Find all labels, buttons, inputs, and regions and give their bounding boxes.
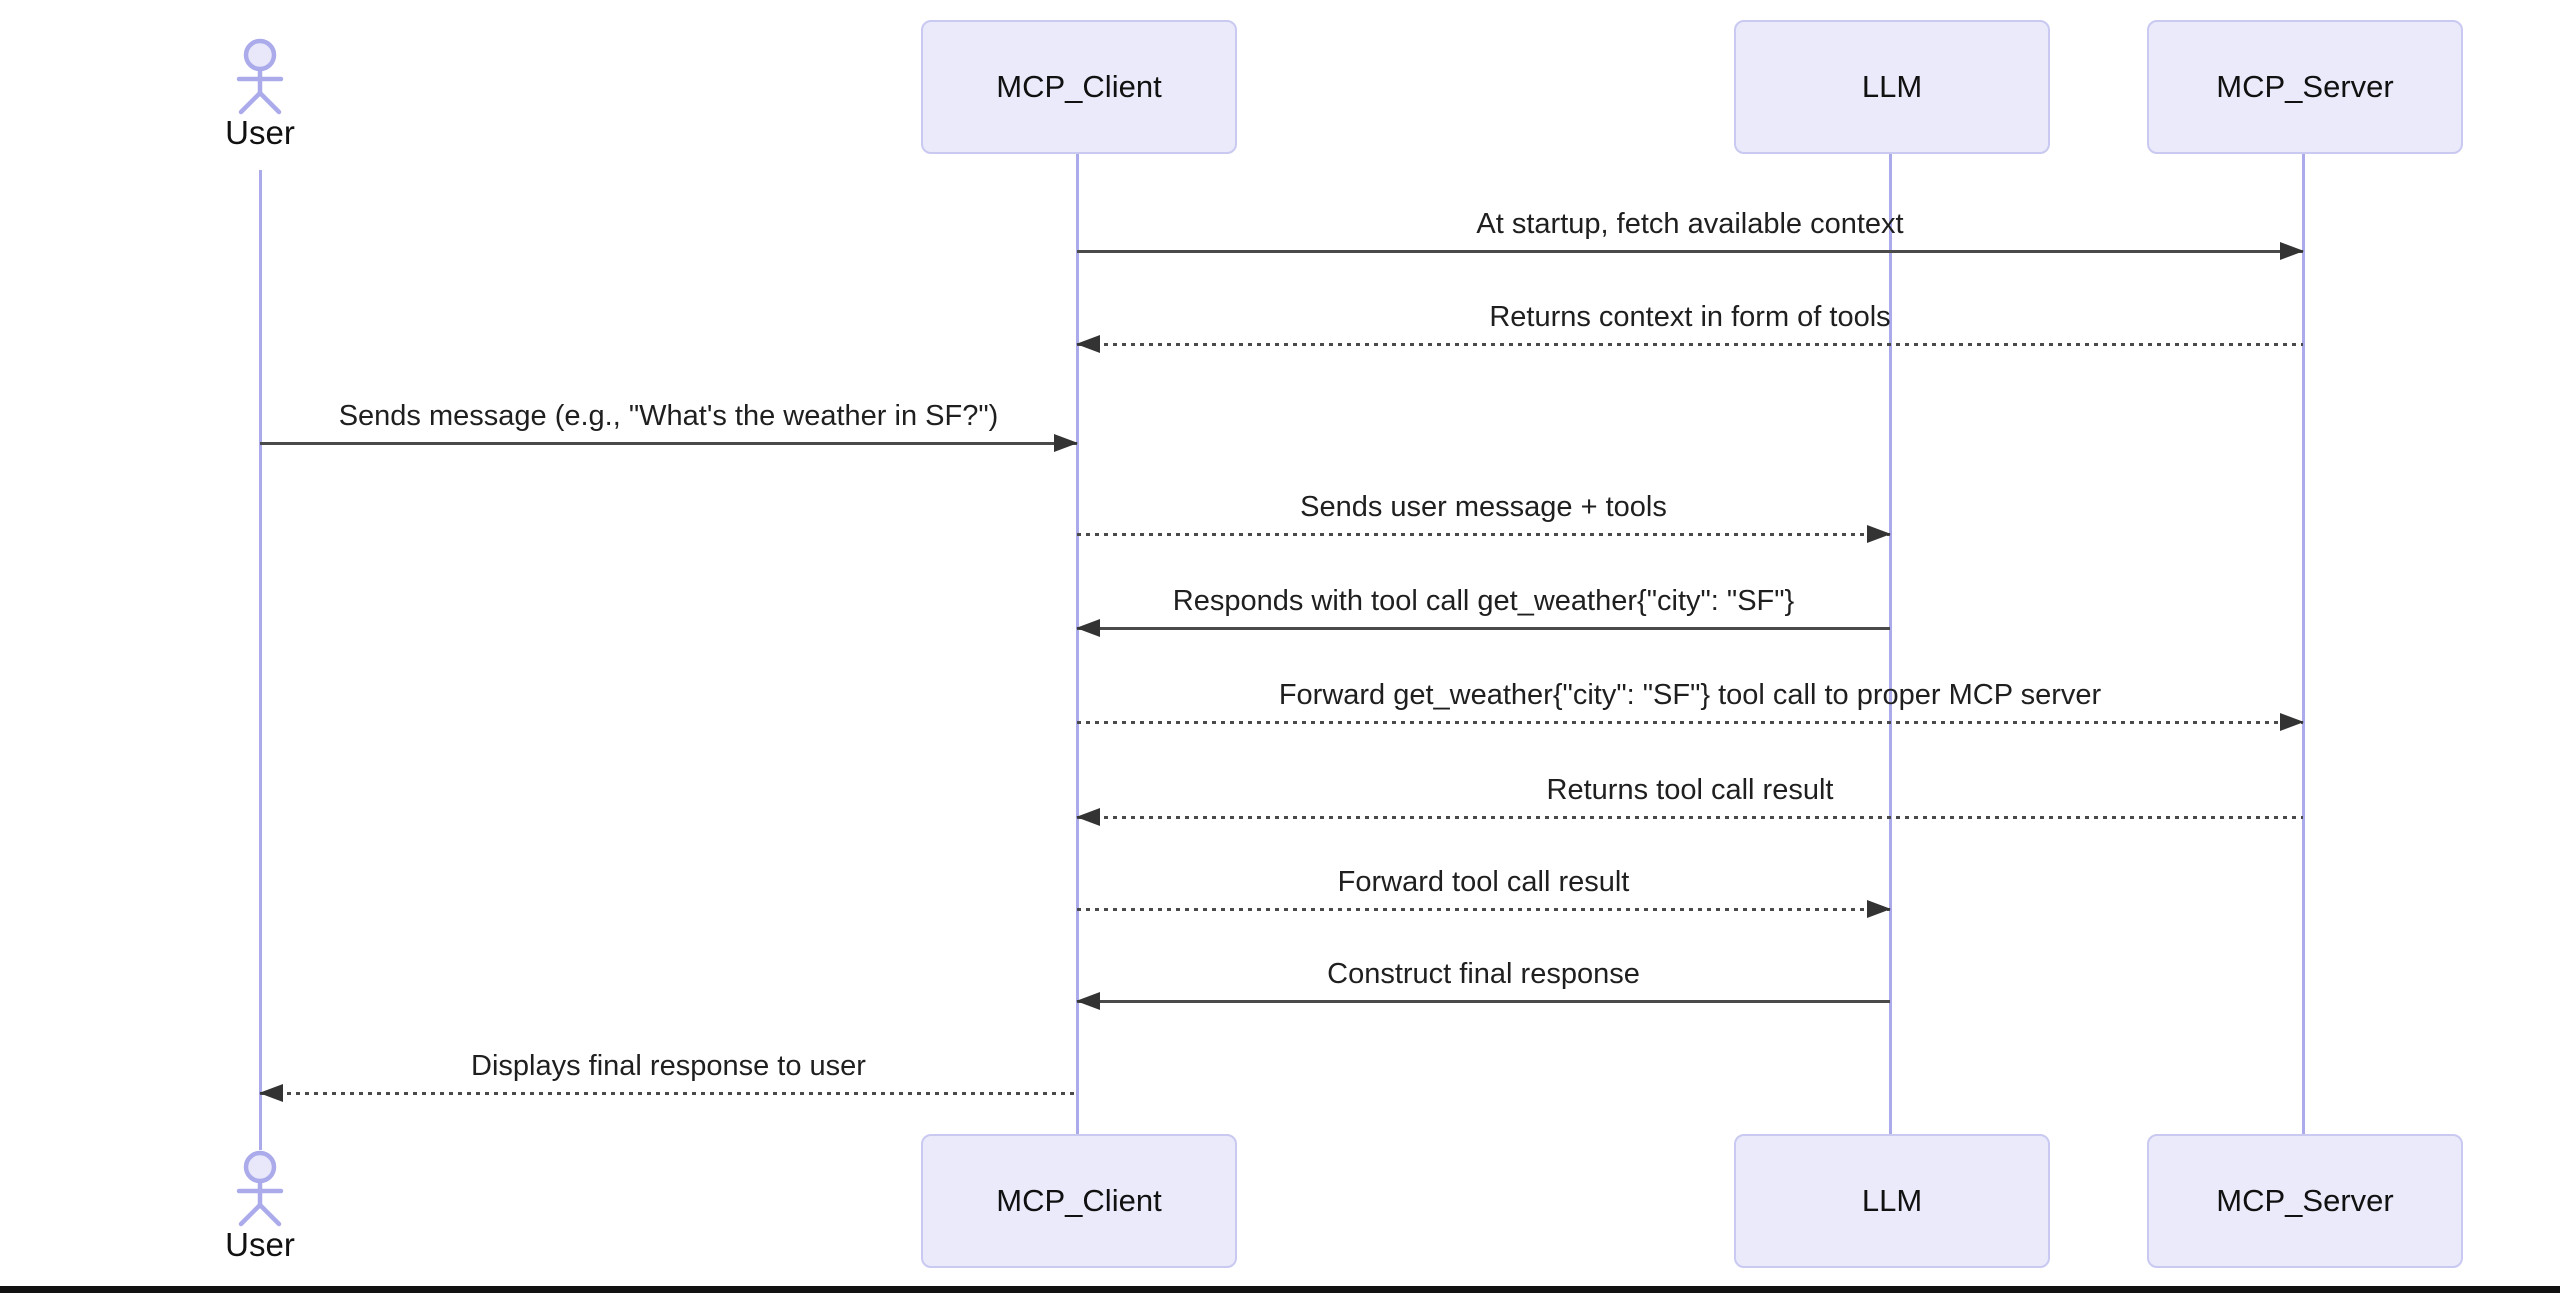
message-line (1077, 721, 2303, 724)
message-line (1077, 908, 1890, 911)
actor-label-user-top: User (225, 114, 295, 151)
arrowhead-right-icon (1867, 900, 1891, 918)
message-label: Responds with tool call get_weather{"cit… (1172, 585, 1795, 617)
arrowhead-right-icon (1867, 525, 1891, 543)
message-user-sends-message: Sends message (e.g., "What's the weather… (260, 395, 1078, 452)
message-sends-user-message-tools: Sends user message + tools (1077, 486, 1891, 543)
window-bottom-edge (0, 1286, 2560, 1293)
message-returns-tool-result: Returns tool call result (1076, 769, 2303, 826)
arrowhead-right-icon (2280, 713, 2304, 731)
participant-label: MCP_Server (2216, 69, 2394, 104)
message-label: Sends message (e.g., "What's the weather… (338, 400, 999, 432)
participant-mcp-server-bottom: MCP_Server (2147, 1134, 2463, 1268)
message-displays-final-response: Displays final response to user (259, 1045, 1077, 1102)
message-line (1077, 533, 1890, 536)
arrowhead-right-icon (2280, 242, 2304, 260)
message-line (1077, 1000, 1890, 1003)
arrowhead-right-icon (1054, 434, 1078, 452)
message-label: Returns context in form of tools (1489, 301, 1891, 333)
lifeline-user (259, 170, 262, 1150)
message-line (260, 1092, 1077, 1095)
message-line (260, 442, 1077, 445)
participant-label: LLM (1861, 1183, 1923, 1218)
message-construct-final-response: Construct final response (1076, 953, 1890, 1010)
user-actor-icon (236, 1150, 284, 1227)
lifeline-mcp-client (1076, 154, 1079, 1134)
participant-mcp-server-top: MCP_Server (2147, 20, 2463, 154)
message-returns-context-tools: Returns context in form of tools (1076, 296, 2303, 353)
actor-label-user-bottom: User (225, 1226, 295, 1263)
arrowhead-left-icon (1076, 619, 1100, 637)
participant-llm-bottom: LLM (1734, 1134, 2050, 1268)
arrowhead-left-icon (1076, 808, 1100, 826)
message-label: Displays final response to user (471, 1050, 866, 1082)
arrowhead-left-icon (259, 1084, 283, 1102)
message-label: Returns tool call result (1546, 774, 1834, 806)
participant-label: LLM (1861, 69, 1923, 104)
lifeline-llm (1889, 154, 1892, 1134)
message-label: Construct final response (1327, 958, 1640, 990)
participant-label: MCP_Client (996, 69, 1162, 104)
participant-label: MCP_Server (2216, 1183, 2394, 1218)
message-line (1077, 343, 2303, 346)
participant-label: MCP_Client (996, 1183, 1162, 1218)
message-responds-tool-call: Responds with tool call get_weather{"cit… (1076, 580, 1890, 637)
message-label: Sends user message + tools (1300, 491, 1667, 523)
participant-mcp-client-bottom: MCP_Client (921, 1134, 1237, 1268)
participant-llm-top: LLM (1734, 20, 2050, 154)
message-label: At startup, fetch available context (1476, 208, 1904, 240)
message-forward-tool-call: Forward get_weather{"city": "SF"} tool c… (1077, 674, 2304, 731)
message-label: Forward tool call result (1337, 866, 1630, 898)
arrowhead-left-icon (1076, 992, 1100, 1010)
participant-mcp-client-top: MCP_Client (921, 20, 1237, 154)
arrowhead-left-icon (1076, 335, 1100, 353)
message-forward-tool-result: Forward tool call result (1077, 861, 1891, 918)
message-line (1077, 627, 1890, 630)
message-line (1077, 250, 2303, 253)
lifeline-mcp-server (2302, 154, 2305, 1134)
user-actor-icon (236, 38, 284, 115)
message-line (1077, 816, 2303, 819)
message-startup-fetch-context: At startup, fetch available context (1077, 203, 2304, 260)
message-label: Forward get_weather{"city": "SF"} tool c… (1278, 679, 2102, 711)
